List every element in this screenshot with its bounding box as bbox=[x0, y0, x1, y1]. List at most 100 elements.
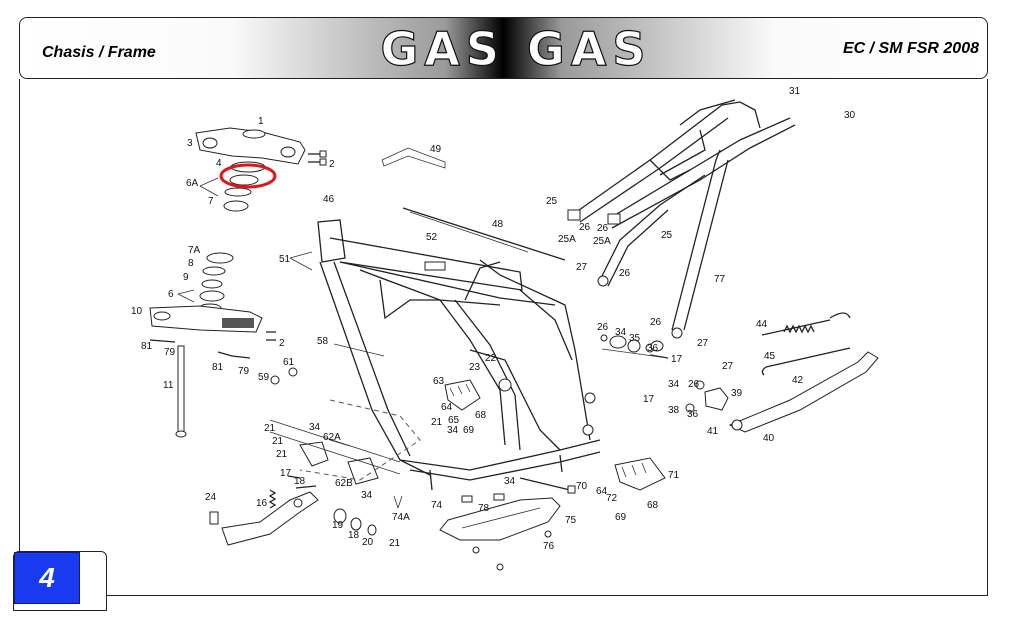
callout-label: 21 bbox=[276, 449, 288, 460]
callout-label: 59 bbox=[258, 372, 270, 383]
bolt-2 bbox=[308, 150, 327, 166]
page-number-badge: 4 bbox=[14, 552, 80, 604]
callout-label: 40 bbox=[763, 433, 775, 444]
section-title: Chasis / Frame bbox=[42, 44, 156, 61]
callout-label: 35 bbox=[629, 333, 641, 344]
callout-label: 68 bbox=[475, 410, 487, 421]
callout-label: 4 bbox=[216, 158, 222, 169]
bolt-70 bbox=[519, 477, 576, 494]
master-cylinder-62 bbox=[269, 419, 401, 485]
callout-label: 25A bbox=[593, 236, 611, 247]
callout-label: 2 bbox=[329, 159, 335, 170]
callout-label: 7 bbox=[208, 196, 214, 207]
highlight-circle bbox=[219, 163, 277, 189]
callout-label: 62B bbox=[335, 478, 353, 489]
callout-label: 52 bbox=[426, 232, 438, 243]
callout-label: 48 bbox=[492, 219, 504, 230]
callout-label: 45 bbox=[764, 351, 776, 362]
chain-guide-dashed bbox=[299, 399, 421, 481]
callout-label: 10 bbox=[131, 306, 143, 317]
brand-logo: GAS GAS bbox=[380, 26, 652, 70]
main-frame bbox=[317, 219, 601, 491]
callout-label: 16 bbox=[256, 498, 268, 509]
callout-label: 17 bbox=[671, 354, 683, 365]
callout-label: 41 bbox=[707, 426, 719, 437]
callout-label: 26 bbox=[579, 222, 591, 233]
callout-label: 34 bbox=[447, 425, 459, 436]
callout-label: 11 bbox=[163, 380, 174, 391]
callout-label: 46 bbox=[323, 194, 335, 205]
callout-label: 21 bbox=[264, 423, 276, 434]
small-bolts-left bbox=[149, 331, 298, 385]
callout-label: 6A bbox=[186, 178, 199, 189]
callout-label: 18 bbox=[294, 476, 306, 487]
callout-label: 34 bbox=[504, 476, 516, 487]
callout-label: 27 bbox=[576, 262, 588, 273]
callout-label: 27 bbox=[722, 361, 734, 372]
washers-right bbox=[600, 334, 669, 359]
callout-label: 36 bbox=[687, 409, 699, 420]
callout-label: 71 bbox=[668, 470, 680, 481]
callout-label: 26 bbox=[688, 379, 700, 390]
callout-label: 79 bbox=[164, 347, 176, 358]
callout-label: 21 bbox=[389, 538, 401, 549]
callout-label: 26 bbox=[597, 223, 609, 234]
callout-labels: 1 2 3 4 6A 7 7A 8 9 6 10 81 79 2 11 81 7… bbox=[131, 86, 856, 552]
callout-label: 24 bbox=[205, 492, 217, 503]
callout-label: 26 bbox=[597, 322, 609, 333]
footpeg-right-71 bbox=[614, 457, 666, 491]
callout-label: 17 bbox=[643, 394, 655, 405]
callout-label: 21 bbox=[431, 417, 443, 428]
callout-label: 34 bbox=[615, 327, 627, 338]
callout-label: 62A bbox=[323, 432, 341, 443]
callout-label: 77 bbox=[714, 274, 726, 285]
callout-label: 1 bbox=[258, 116, 264, 127]
callout-label: 17 bbox=[280, 468, 292, 479]
callout-label: 25 bbox=[546, 196, 558, 207]
callout-label: 58 bbox=[317, 336, 329, 347]
brake-line-48 bbox=[402, 207, 566, 261]
callout-label: 36 bbox=[647, 343, 659, 354]
callout-label: 74 bbox=[431, 500, 443, 511]
spring-16 bbox=[268, 489, 277, 509]
steering-stem bbox=[175, 345, 187, 438]
callout-label: 39 bbox=[731, 388, 743, 399]
brand-wordmark: GAS GAS bbox=[381, 26, 652, 70]
callout-label: 49 bbox=[430, 144, 442, 155]
stand-bracket-39 bbox=[685, 380, 729, 413]
callout-label: 26 bbox=[619, 268, 631, 279]
callout-label: 63 bbox=[433, 376, 445, 387]
callout-label: 61 bbox=[283, 357, 295, 368]
spring-45 bbox=[761, 347, 851, 376]
callout-label: 70 bbox=[576, 481, 588, 492]
callout-label: 64 bbox=[441, 402, 453, 413]
brake-pedal-24 bbox=[209, 491, 319, 546]
callout-label: 21 bbox=[272, 436, 284, 447]
callout-label: 22 bbox=[485, 353, 497, 364]
callout-label: 42 bbox=[792, 375, 804, 386]
callout-label: 81 bbox=[141, 341, 153, 352]
callout-label: 44 bbox=[756, 319, 768, 330]
callout-label: 25 bbox=[661, 230, 673, 241]
spring-44 bbox=[761, 312, 851, 336]
callout-label: 69 bbox=[463, 425, 475, 436]
callout-label: 23 bbox=[469, 362, 481, 373]
callout-label: 76 bbox=[543, 541, 555, 552]
upper-triple-clamp bbox=[195, 127, 306, 165]
callout-label: 34 bbox=[361, 490, 373, 501]
leader-lines bbox=[177, 177, 669, 509]
callout-label: 78 bbox=[478, 503, 490, 514]
callout-label: 20 bbox=[362, 537, 374, 548]
callout-label: 51 bbox=[279, 254, 291, 265]
callout-label: 9 bbox=[183, 272, 189, 283]
rear-subframe bbox=[567, 99, 796, 339]
page-header: Chasis / Frame GAS GAS EC / SM FSR 2008 bbox=[19, 17, 988, 79]
bracket-49 bbox=[381, 147, 446, 169]
footpeg-left-63 bbox=[444, 379, 481, 411]
callout-label: 68 bbox=[647, 500, 659, 511]
model-title: EC / SM FSR 2008 bbox=[842, 40, 979, 57]
callout-label: 75 bbox=[565, 515, 577, 526]
callout-label: 26 bbox=[650, 317, 662, 328]
callout-label: 79 bbox=[238, 366, 250, 377]
